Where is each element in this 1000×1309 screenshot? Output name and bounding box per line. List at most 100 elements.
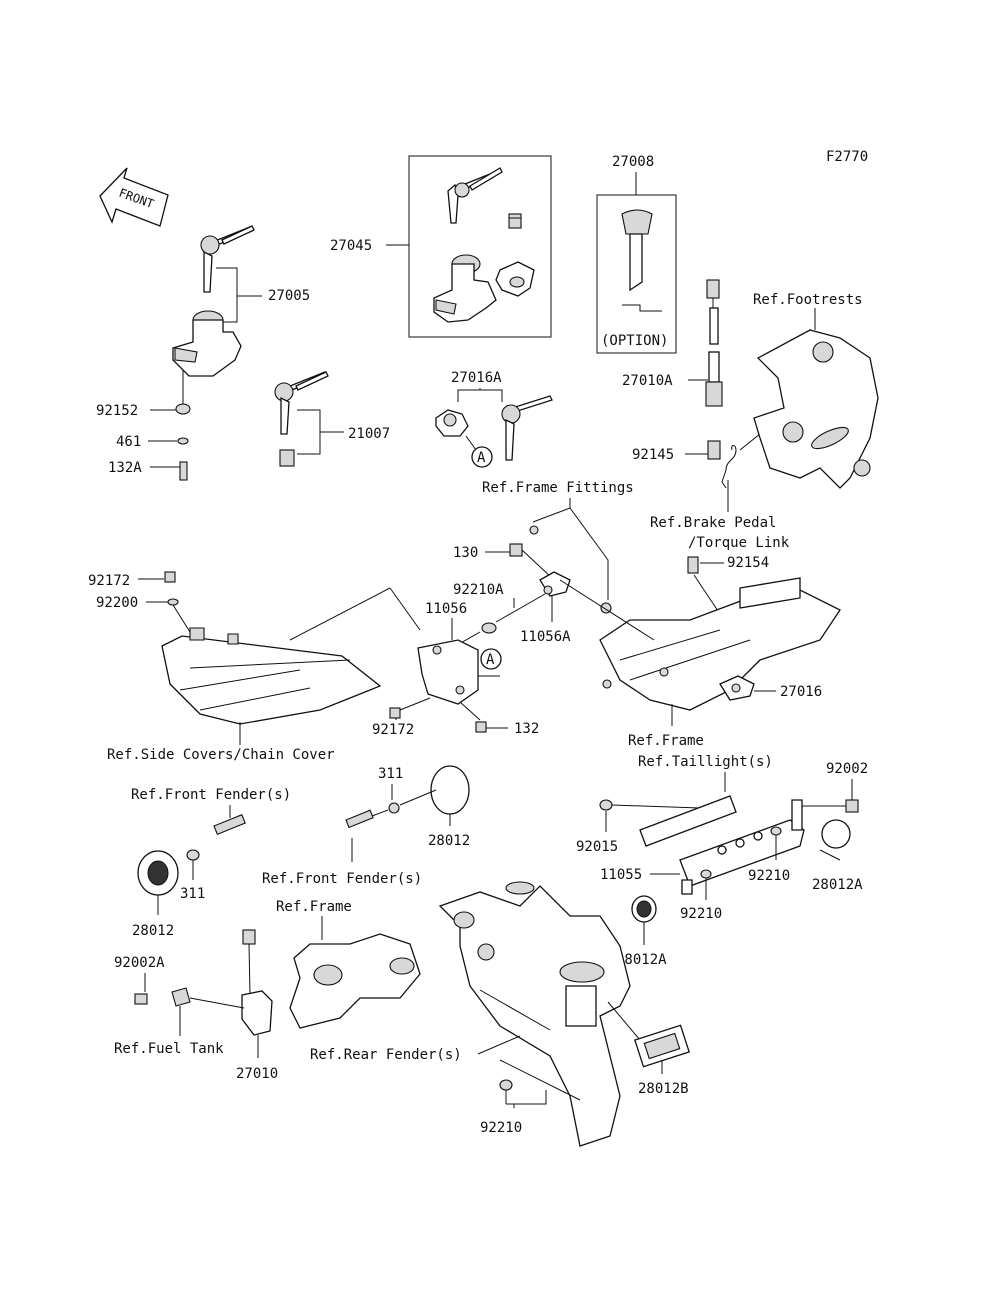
reflector-28012-left-icon: [137, 850, 179, 896]
nut-92210-r1-icon: [770, 826, 782, 836]
part-label-27008: 27008: [612, 154, 654, 170]
key-27016A-icon: [501, 395, 553, 461]
stud-bolt-left-icon: [213, 814, 246, 836]
stud-bolt-mid-icon: [345, 809, 374, 829]
ref-label-front-fender-mid: Ref.Front Fender(s): [262, 871, 422, 887]
part-label-92210-bot: 92210: [480, 1120, 522, 1136]
marker-A-top-label: A: [477, 450, 486, 466]
part-label-28012A-bot: 28012A: [616, 952, 667, 968]
nut-311-left-icon: [186, 849, 200, 861]
footrest-bracket-icon: [753, 329, 879, 489]
reflector-28012-mid-icon: [430, 765, 470, 815]
part-label-130: 130: [453, 545, 478, 561]
ignition-switch-icon: [433, 254, 497, 323]
ref-label-frame-right: Ref.Frame: [628, 733, 704, 749]
clip-92145-icon: [707, 440, 721, 460]
bracket-11056-icon: [417, 639, 479, 705]
nut-92152-icon: [175, 403, 191, 415]
ref-label-frame-mid: Ref.Frame: [276, 899, 352, 915]
part-label-92210-r2: 92210: [680, 906, 722, 922]
part-label-92002: 92002: [826, 761, 868, 777]
ref-label-taillight: Ref.Taillight(s): [638, 754, 773, 770]
reflector-28012A-bot-icon: [631, 895, 657, 923]
switch-27016-icon: [719, 675, 755, 701]
washer-92200-icon: [167, 598, 179, 606]
nut-92210-bot-icon: [499, 1079, 513, 1091]
rear-fender-icon: [438, 881, 631, 1147]
ref-label-rear-fender: Ref.Rear Fender(s): [310, 1047, 462, 1063]
part-label-92145: 92145: [632, 447, 674, 463]
screw-92172-bot-icon: [389, 707, 401, 719]
part-label-311-left: 311: [180, 886, 205, 902]
part-label-11056A: 11056A: [520, 629, 571, 645]
ignition-switch-27005-icon: [172, 310, 242, 377]
bolt-132A-icon: [179, 461, 188, 481]
part-label-92210A: 92210A: [453, 582, 504, 598]
option-label: (OPTION): [601, 333, 668, 349]
part-label-27005: 27005: [268, 288, 310, 304]
part-label-92015: 92015: [576, 839, 618, 855]
part-label-92172-top: 92172: [88, 573, 130, 589]
part-label-28012-mid: 28012: [428, 833, 470, 849]
part-label-92210-r1: 92210: [748, 868, 790, 884]
nut-311-top-icon: [388, 802, 400, 814]
marker-A-mid-label: A: [486, 652, 495, 668]
ref-label-brake-pedal: Ref.Brake Pedal: [650, 515, 776, 531]
frame-right-icon: [599, 577, 841, 711]
screw-21007-icon: [279, 449, 295, 467]
part-label-92200: 92200: [96, 595, 138, 611]
part-label-461: 461: [116, 434, 141, 450]
ref-label-fuel-tank: Ref.Fuel Tank: [114, 1041, 224, 1057]
ref-label-front-fender-left: Ref.Front Fender(s): [131, 787, 291, 803]
ref-label-footrests: Ref.Footrests: [753, 292, 863, 308]
switch-27010-icon: [241, 929, 273, 1036]
ref-label-frame-fittings: Ref.Frame Fittings: [482, 480, 634, 496]
ref-label-torque-link: /Torque Link: [688, 535, 790, 551]
bolt-92002-icon: [845, 799, 859, 813]
part-label-11055: 11055: [600, 867, 642, 883]
screw-92172-top-icon: [164, 571, 176, 583]
nut-92210-r2-icon: [700, 869, 712, 879]
part-label-92002A: 92002A: [114, 955, 165, 971]
part-label-28012-left: 28012: [132, 923, 174, 939]
part-label-311-top: 311: [378, 766, 403, 782]
bolt-92154-icon: [687, 556, 699, 574]
ref-label-side-covers: Ref.Side Covers/Chain Cover: [107, 747, 335, 763]
part-label-27045: 27045: [330, 238, 372, 254]
part-label-28012B: 28012B: [638, 1081, 689, 1097]
part-label-27016: 27016: [780, 684, 822, 700]
part-label-132: 132: [514, 721, 539, 737]
key-set-icon: [447, 167, 503, 224]
marker-A-mid: [480, 648, 502, 670]
blank-key-icon: [621, 209, 662, 312]
option-key-box: [596, 194, 677, 354]
washer-461-icon: [177, 437, 189, 445]
part-label-92172-bot: 92172: [372, 722, 414, 738]
part-label-132A: 132A: [108, 460, 142, 476]
part-label-21007: 21007: [348, 426, 390, 442]
part-label-28012A-right: 28012A: [812, 877, 863, 893]
lock-cylinder-icon: [495, 261, 535, 297]
part-label-92152: 92152: [96, 403, 138, 419]
bolt-130-icon: [509, 543, 523, 557]
part-label-27016A: 27016A: [451, 370, 502, 386]
key-pair-icon: [200, 225, 255, 293]
marker-A-top: [471, 446, 493, 468]
screw-icon: [508, 213, 522, 229]
part-label-92154: 92154: [727, 555, 769, 571]
collar-92210A-icon: [481, 622, 497, 634]
switch-27010A-icon: [705, 279, 723, 407]
side-cover-icon: [161, 627, 382, 725]
lock-27016A-left-icon: [435, 409, 469, 437]
nut-132-icon: [475, 721, 487, 733]
part-label-11056: 11056: [425, 601, 467, 617]
nut-92015-icon: [599, 799, 613, 811]
bolt-92002A-icon: [134, 993, 148, 1005]
reflector-28012A-right-icon: [821, 819, 851, 849]
reflector-28012B-icon: [634, 1024, 690, 1068]
front-arrow-icon: FRONT: [99, 167, 169, 227]
kit-27045-box: [408, 155, 552, 338]
frame-mid-icon: [289, 933, 421, 1029]
taillight-bracket-icon: [639, 795, 805, 895]
